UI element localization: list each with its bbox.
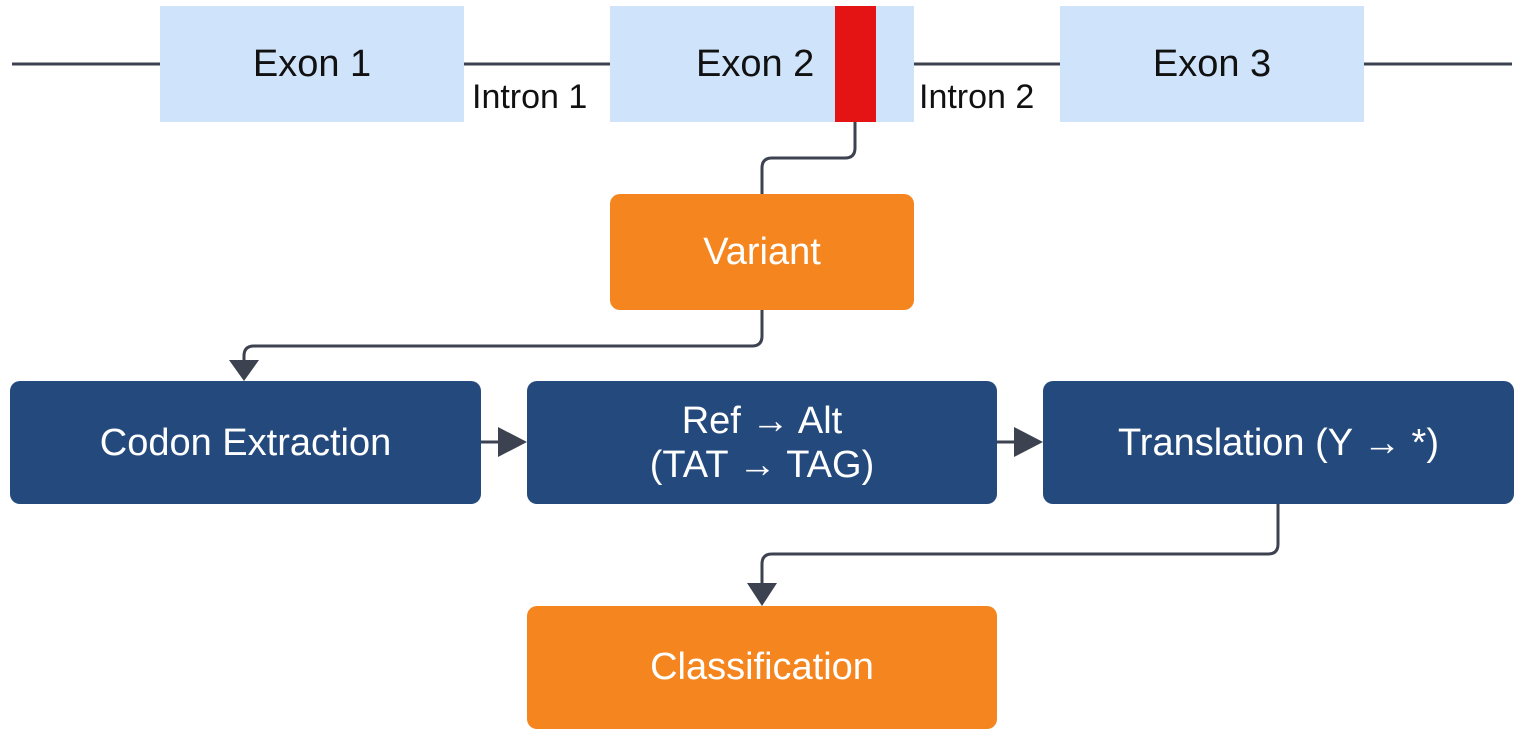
classification-label: Classification	[650, 646, 874, 688]
arrowhead-translation	[1014, 427, 1043, 457]
exon-3-box: Exon 3	[1060, 6, 1364, 122]
variant-position-marker	[835, 6, 876, 122]
connector-translation-to-classification	[760, 504, 1280, 585]
variant-box: Variant	[610, 194, 914, 310]
translation-label: Translation (Y → *)	[1118, 421, 1439, 464]
arrowhead-codon	[229, 360, 259, 381]
connector-variant-to-codon	[242, 310, 764, 362]
codon-extraction-label: Codon Extraction	[99, 421, 392, 464]
exon-3-label: Exon 3	[1152, 42, 1272, 85]
ref-alt-line-1: Ref → Alt	[681, 399, 843, 442]
exon-2-label: Exon 2	[696, 42, 815, 85]
intron-1-label: Intron 1	[468, 77, 592, 117]
ref-alt-text: Ref → Alt (TAT → TAG)	[650, 399, 874, 487]
arrowhead-classification	[747, 583, 777, 606]
classification-box: Classification	[527, 606, 997, 729]
intron-2-label: Intron 2	[915, 77, 1039, 117]
translation-box: Translation (Y → *)	[1043, 381, 1514, 504]
ref-alt-box: Ref → Alt (TAT → TAG)	[527, 381, 997, 504]
codon-extraction-box: Codon Extraction	[10, 381, 481, 504]
ref-alt-line-2: (TAT → TAG)	[649, 443, 875, 486]
exon-1-label: Exon 1	[252, 42, 372, 85]
exon-1-box: Exon 1	[160, 6, 464, 122]
variant-label: Variant	[703, 230, 821, 273]
connector-marker-to-variant	[760, 122, 857, 194]
arrowhead-refalt	[498, 427, 527, 457]
